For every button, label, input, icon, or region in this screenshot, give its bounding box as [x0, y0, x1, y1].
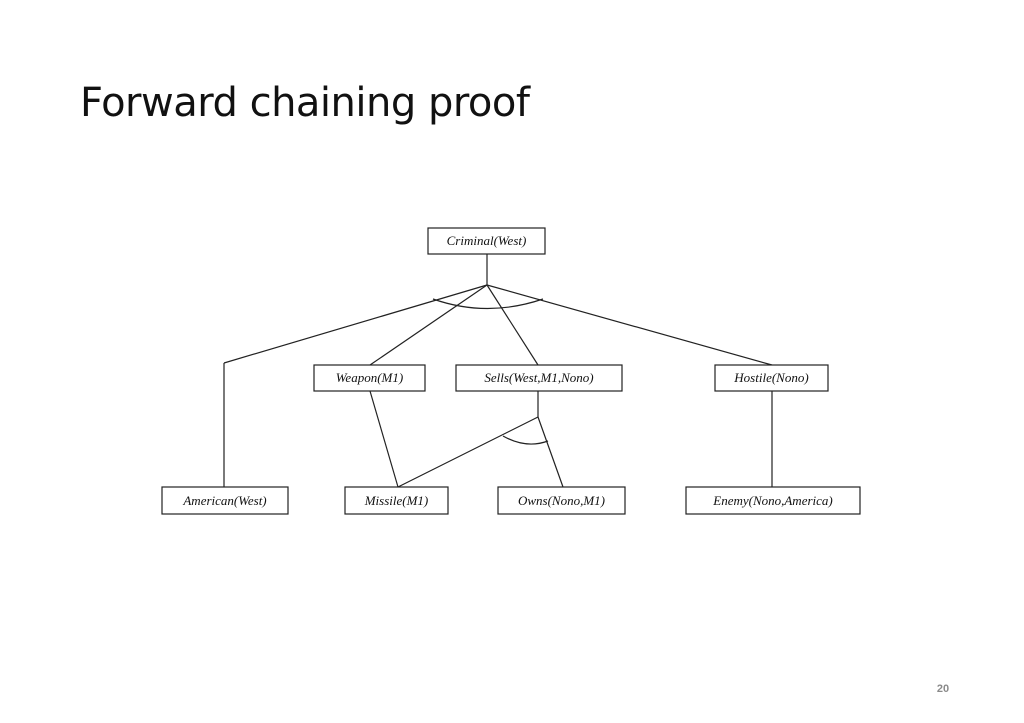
node-enemy: Enemy(Nono,America) — [685, 486, 861, 515]
node-american-label: American(West) — [182, 493, 266, 508]
node-weapon-label: Weapon(M1) — [336, 370, 403, 385]
node-sells: Sells(West,M1,Nono) — [455, 364, 623, 392]
node-american: American(West) — [161, 486, 289, 515]
conjunction-arc-sells — [502, 435, 549, 445]
node-weapon: Weapon(M1) — [313, 364, 426, 392]
node-enemy-label: Enemy(Nono,America) — [712, 493, 833, 508]
node-hostile: Hostile(Nono) — [714, 364, 829, 392]
edge-weapon-missile — [369, 390, 399, 488]
edge-criminal-american — [223, 284, 488, 364]
node-missile-label: Missile(M1) — [364, 493, 429, 508]
node-criminal: Criminal(West) — [427, 227, 546, 255]
edge-sells-missile — [397, 416, 539, 488]
node-owns-label: Owns(Nono,M1) — [518, 493, 605, 508]
page-number: 20 — [936, 683, 950, 695]
slide-title: Forward chaining proof — [80, 80, 530, 126]
edge-criminal-sells — [486, 284, 539, 366]
node-hostile-label: Hostile(Nono) — [733, 370, 808, 385]
node-sells-label: Sells(West,M1,Nono) — [484, 370, 593, 385]
edge-criminal-weapon — [369, 284, 488, 366]
edge-criminal-hostile — [486, 284, 773, 366]
edges — [223, 254, 773, 488]
node-owns: Owns(Nono,M1) — [497, 486, 626, 515]
conjunction-arc-criminal — [432, 298, 544, 310]
node-missile: Missile(M1) — [344, 486, 449, 515]
edge-sells-owns — [537, 416, 564, 488]
node-criminal-label: Criminal(West) — [447, 233, 527, 248]
